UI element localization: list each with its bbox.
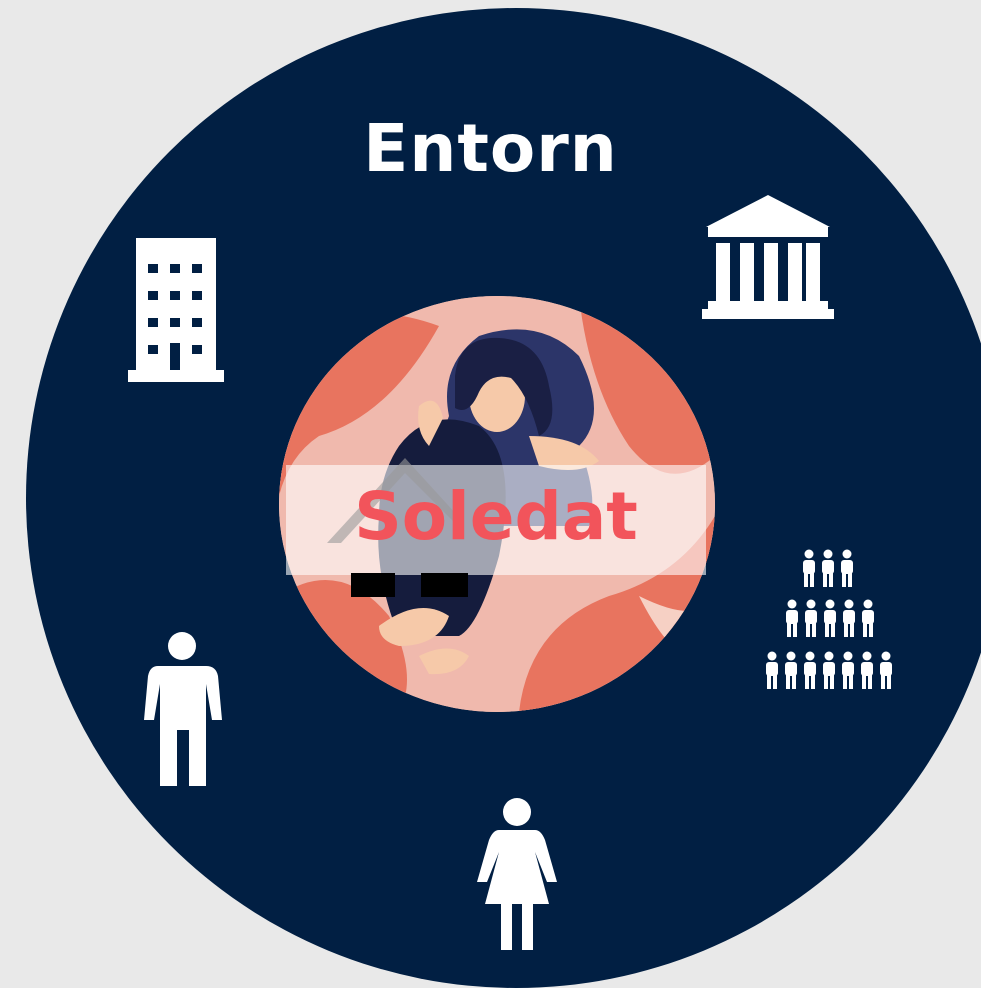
woman-icon xyxy=(477,798,557,950)
loneliness-label: Soledat xyxy=(354,478,638,555)
man-icon xyxy=(144,632,222,786)
apartment-building-icon xyxy=(128,238,224,382)
crowd-icon xyxy=(766,549,892,689)
house-icon xyxy=(327,458,468,597)
environment-title: Entorn xyxy=(363,110,618,187)
government-building-icon xyxy=(702,195,834,319)
